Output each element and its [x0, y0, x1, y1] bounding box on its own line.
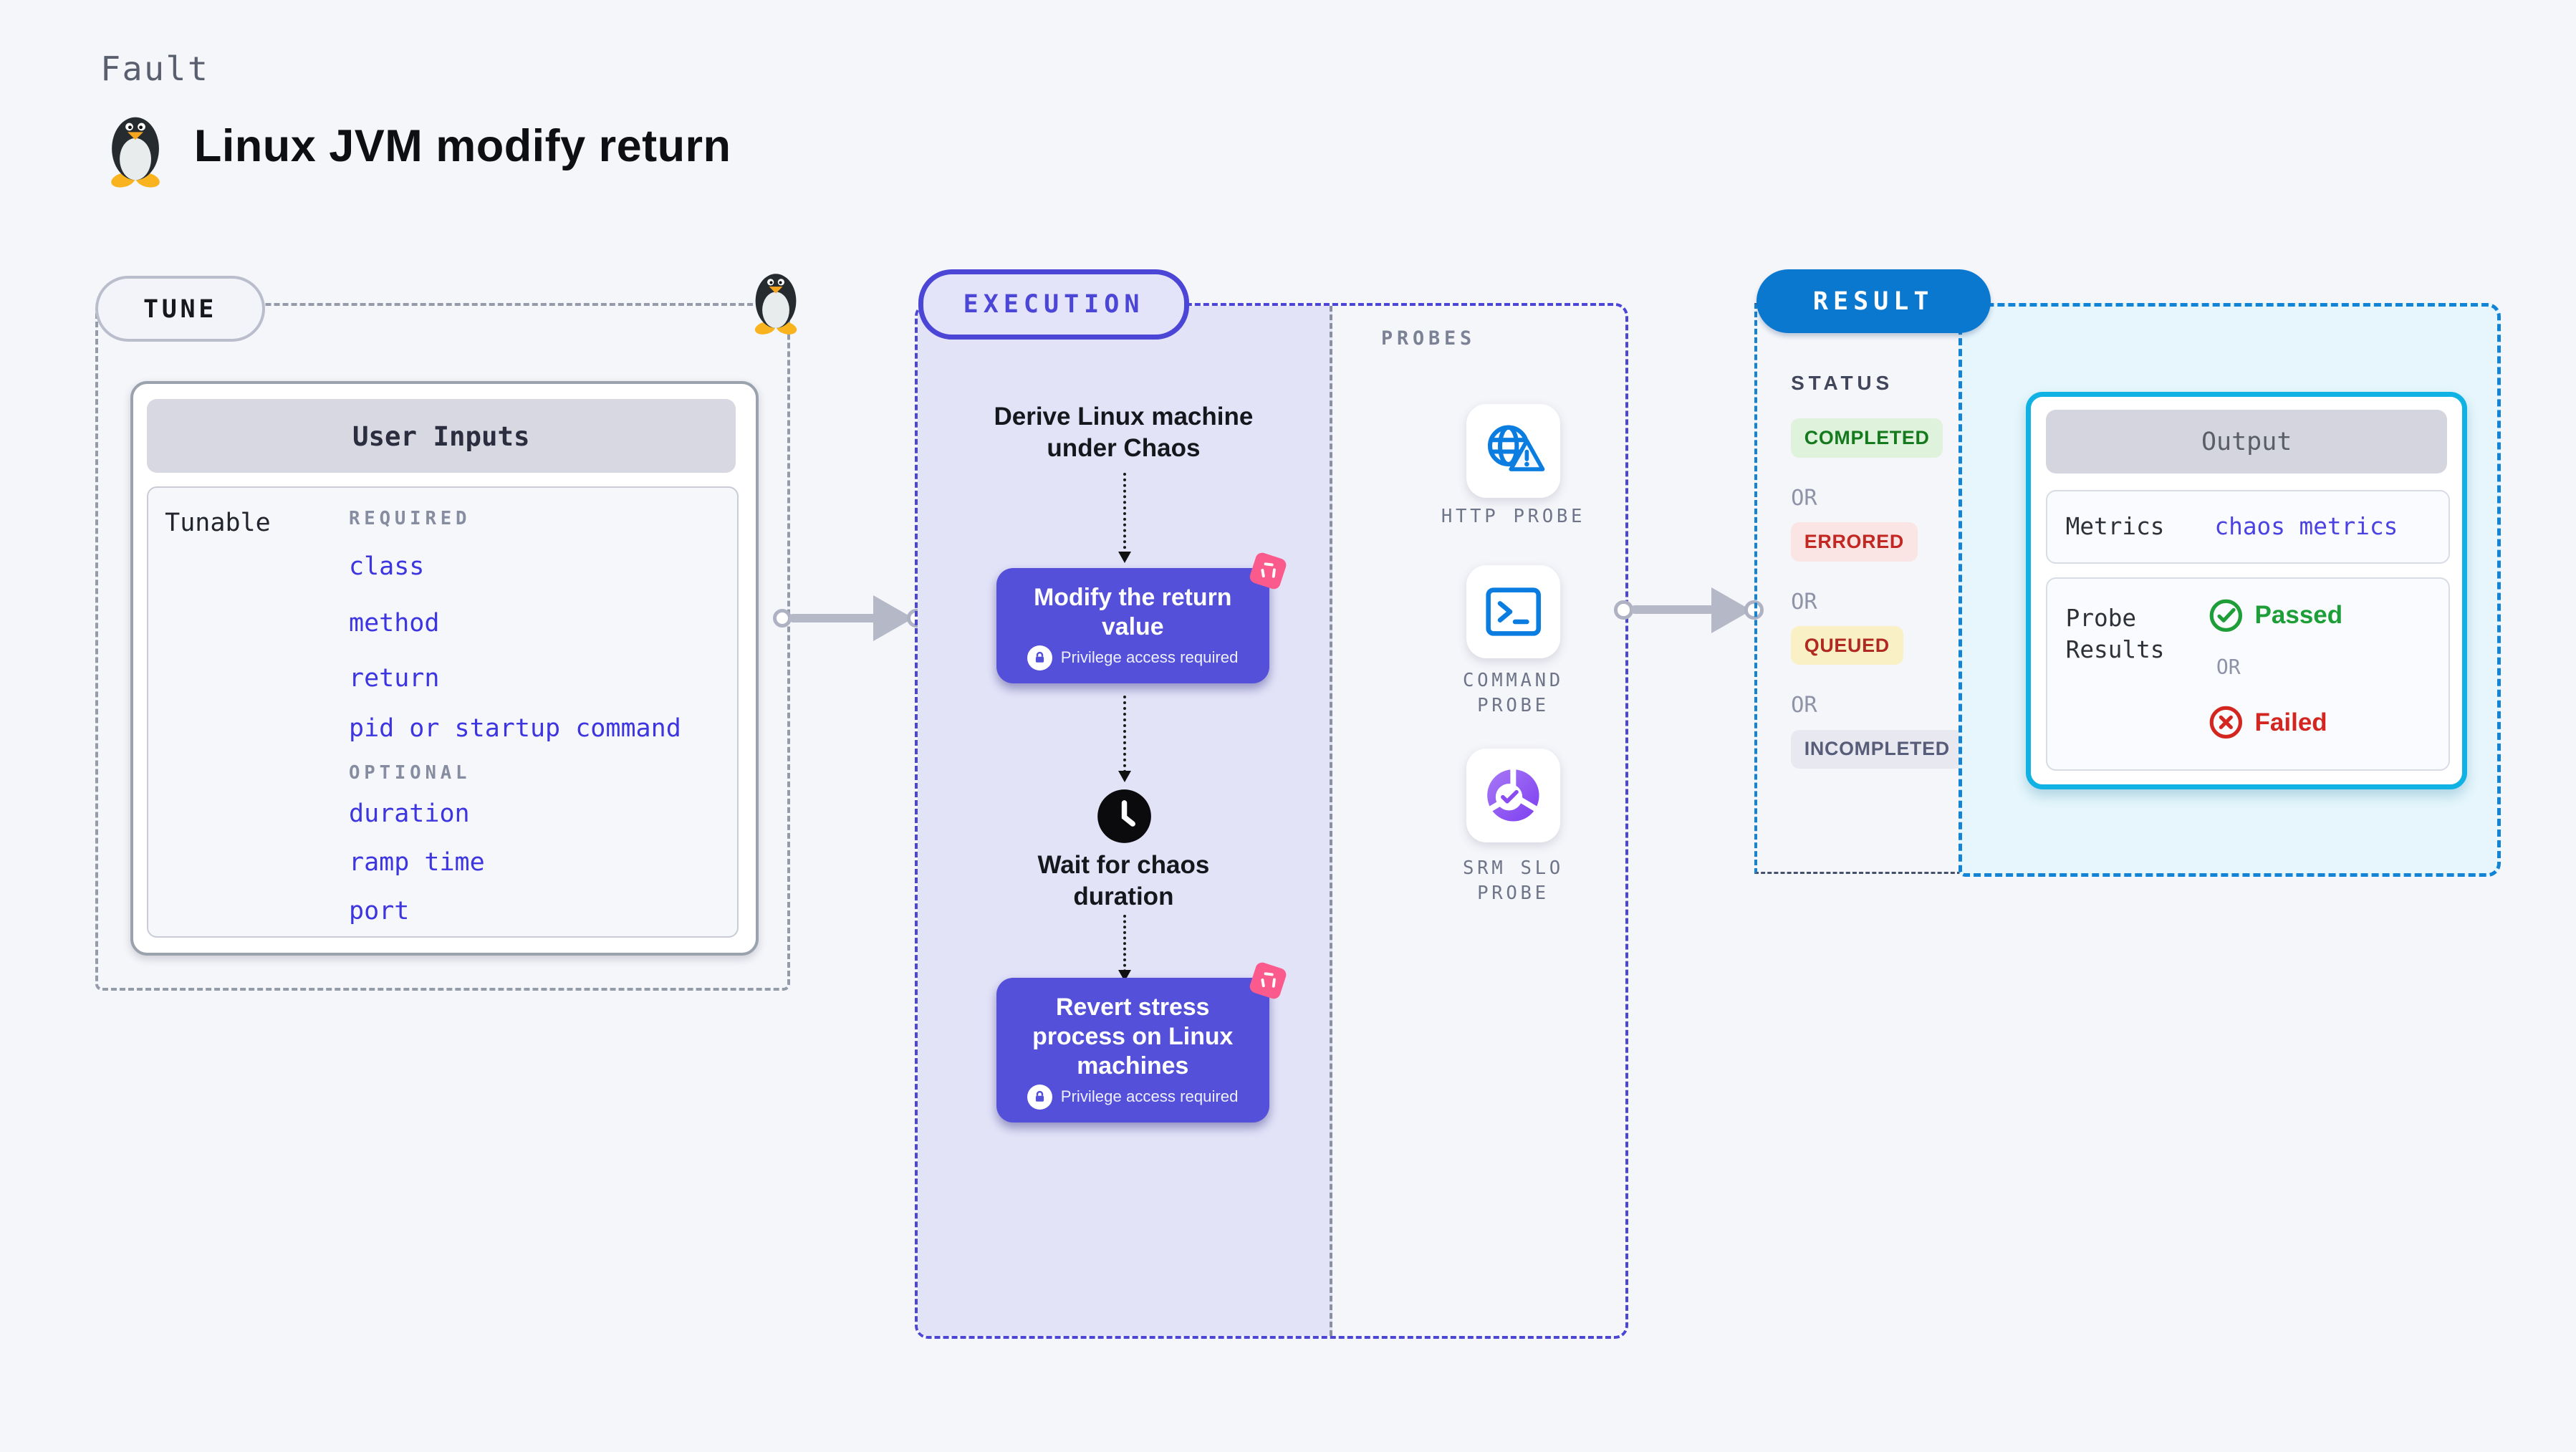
- tunable-link-pid[interactable]: pid or startup command: [348, 713, 681, 744]
- step-derive-label: Derive Linux machine under Chaos: [994, 402, 1254, 463]
- check-circle-icon: [2210, 599, 2243, 632]
- or-label: OR: [1791, 693, 1817, 718]
- tunable-link-class[interactable]: class: [348, 551, 425, 581]
- page-title: Linux JVM modify return: [193, 121, 731, 172]
- execution-badge: EXECUTION: [918, 269, 1190, 340]
- tunable-link-return[interactable]: return: [348, 663, 440, 693]
- step-wait-label: Wait for chaos duration: [1037, 850, 1210, 910]
- privilege-note: Privilege access required: [1060, 1087, 1239, 1106]
- status-section-box: STATUS COMPLETED OR ERRORED OR QUEUED OR…: [1754, 302, 1964, 875]
- connector-down: [1118, 914, 1130, 981]
- user-inputs-header: User Inputs: [146, 399, 736, 473]
- status-badge-errored: ERRORED: [1791, 522, 1918, 562]
- privilege-note: Privilege access required: [1060, 648, 1239, 667]
- terminal-icon: [1486, 587, 1541, 636]
- metrics-row: Metrics chaos metrics: [2046, 490, 2451, 564]
- srm-slo-probe-card[interactable]: [1466, 749, 1560, 843]
- x-circle-icon: [2210, 706, 2243, 739]
- chaos-badge-icon: [1248, 960, 1289, 1001]
- tunable-link-ramp-time[interactable]: ramp time: [348, 847, 485, 877]
- step-modify-label: Modify the return value: [1034, 584, 1232, 641]
- probes-label: PROBES: [1381, 327, 1476, 350]
- or-label: OR: [1791, 589, 1817, 615]
- probe-results-label: Probe Results: [2065, 604, 2165, 663]
- tux-penguin-icon: [111, 117, 160, 188]
- status-badge-queued: QUEUED: [1791, 625, 1903, 665]
- status-badge-incompleted: INCOMPLETED: [1791, 729, 1964, 769]
- execution-flow-area: Derive Linux machine under Chaos Modify …: [918, 305, 1332, 1336]
- output-section-box: Output Metrics chaos metrics Probe Resul…: [1959, 302, 2501, 878]
- passed-label: Passed: [2254, 601, 2343, 630]
- probe-results-row: Probe Results Passed OR Failed: [2046, 577, 2451, 771]
- lock-icon: [1027, 1084, 1053, 1110]
- failed-label: Failed: [2254, 708, 2327, 736]
- tunable-row-label: Tunable: [165, 507, 271, 537]
- output-header: Output: [2046, 410, 2448, 474]
- lock-icon: [1027, 645, 1053, 670]
- user-inputs-card: User Inputs Tunable REQUIRED class metho…: [130, 381, 759, 956]
- slo-pie-icon: [1487, 768, 1539, 822]
- fault-kicker: Fault: [100, 50, 210, 90]
- or-label: OR: [2216, 655, 2241, 680]
- command-probe-label: COMMAND PROBE: [1463, 670, 1564, 717]
- tune-badge: TUNE: [95, 276, 265, 342]
- chaos-metrics-link[interactable]: chaos metrics: [2214, 513, 2398, 541]
- connector-down: [1118, 473, 1130, 564]
- result-badge: RESULT: [1756, 269, 1991, 333]
- http-probe-label: HTTP PROBE: [1441, 506, 1586, 528]
- step-modify-node[interactable]: Modify the return value Privilege access…: [996, 550, 1289, 684]
- srm-slo-probe-label: SRM SLO PROBE: [1463, 857, 1564, 904]
- or-label: OR: [1791, 485, 1817, 511]
- output-card: Output Metrics chaos metrics Probe Resul…: [2026, 391, 2468, 790]
- metrics-label: Metrics: [2065, 513, 2165, 541]
- http-probe-card[interactable]: [1466, 404, 1560, 499]
- connector-down: [1118, 695, 1130, 783]
- tux-penguin-icon: [755, 274, 797, 335]
- step-revert-label: Revert stress process on Linux machines: [1032, 994, 1234, 1080]
- tunable-link-duration[interactable]: duration: [348, 799, 470, 829]
- clock-icon: [1097, 789, 1151, 844]
- tunable-link-method[interactable]: method: [348, 607, 440, 638]
- status-label: STATUS: [1791, 372, 1894, 395]
- globe-alert-icon: [1487, 425, 1545, 472]
- step-revert-node[interactable]: Revert stress process on Linux machines …: [996, 960, 1289, 1123]
- tune-section-box: [95, 302, 791, 991]
- required-label: REQUIRED: [348, 507, 471, 529]
- command-probe-card[interactable]: [1466, 564, 1560, 659]
- chaos-badge-icon: [1248, 550, 1289, 591]
- tunable-link-port[interactable]: port: [348, 895, 410, 925]
- execution-section-box: Derive Linux machine under Chaos Modify …: [915, 302, 1628, 1339]
- status-badge-completed: COMPLETED: [1791, 418, 1943, 458]
- optional-label: OPTIONAL: [348, 761, 471, 784]
- passed-line: Passed: [2209, 599, 2342, 633]
- tunable-panel: Tunable REQUIRED class method return pid…: [146, 486, 739, 938]
- failed-line: Failed: [2209, 706, 2327, 739]
